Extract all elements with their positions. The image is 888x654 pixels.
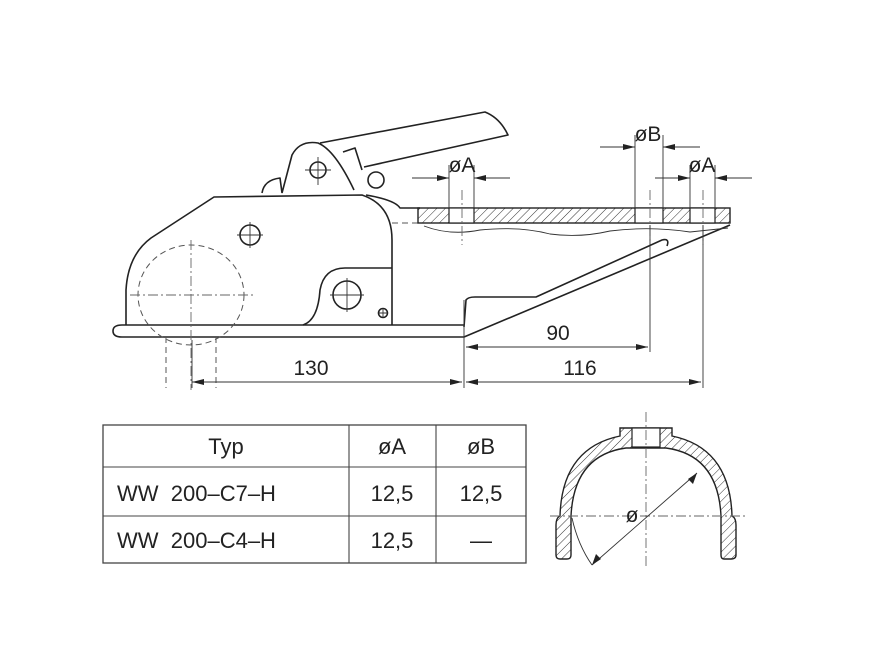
handle-pivot: [261, 141, 355, 194]
dim-130: 130: [293, 357, 328, 380]
type-table: Typ øA øB WW 200–C7–H 12,5 12,5 WW 200–C…: [102, 424, 527, 564]
row-a: 12,5: [371, 528, 414, 553]
handle-pin: [367, 171, 385, 189]
row-type: WW 200–C7–H: [117, 481, 276, 506]
hole-b: [634, 207, 664, 224]
dim-116: 116: [563, 357, 596, 380]
row-a: 12,5: [371, 481, 414, 506]
header-b: øB: [467, 434, 495, 459]
cross-section: ø: [550, 412, 745, 568]
row-b: —: [470, 528, 492, 553]
dim-hole-b: øB: [635, 123, 662, 146]
coupling-side-view: 130 90 116 øA øB øA: [112, 111, 752, 390]
diameter-label: ø: [626, 504, 639, 527]
table-row: WW 200–C7–H 12,5 12,5: [117, 481, 502, 506]
dim-hole-a-right: øA: [689, 154, 716, 177]
row-type: WW 200–C4–H: [117, 528, 276, 553]
housing-step: [302, 267, 392, 326]
housing-outline: [125, 194, 393, 325]
small-hole: [377, 307, 389, 319]
row-b: 12,5: [460, 481, 503, 506]
dim-hole-a-left: øA: [449, 154, 476, 177]
header-typ: Typ: [208, 434, 243, 459]
table-row: WW 200–C4–H 12,5 —: [117, 528, 492, 553]
base-plate: [112, 224, 731, 338]
header-a: øA: [378, 434, 406, 459]
ball-shank-hidden: [165, 337, 217, 388]
break-line: [423, 225, 729, 236]
dim-90: 90: [546, 322, 569, 345]
handle-lever: [319, 111, 509, 171]
hole-a-left: [448, 207, 475, 224]
hole-a-right: [689, 207, 716, 224]
